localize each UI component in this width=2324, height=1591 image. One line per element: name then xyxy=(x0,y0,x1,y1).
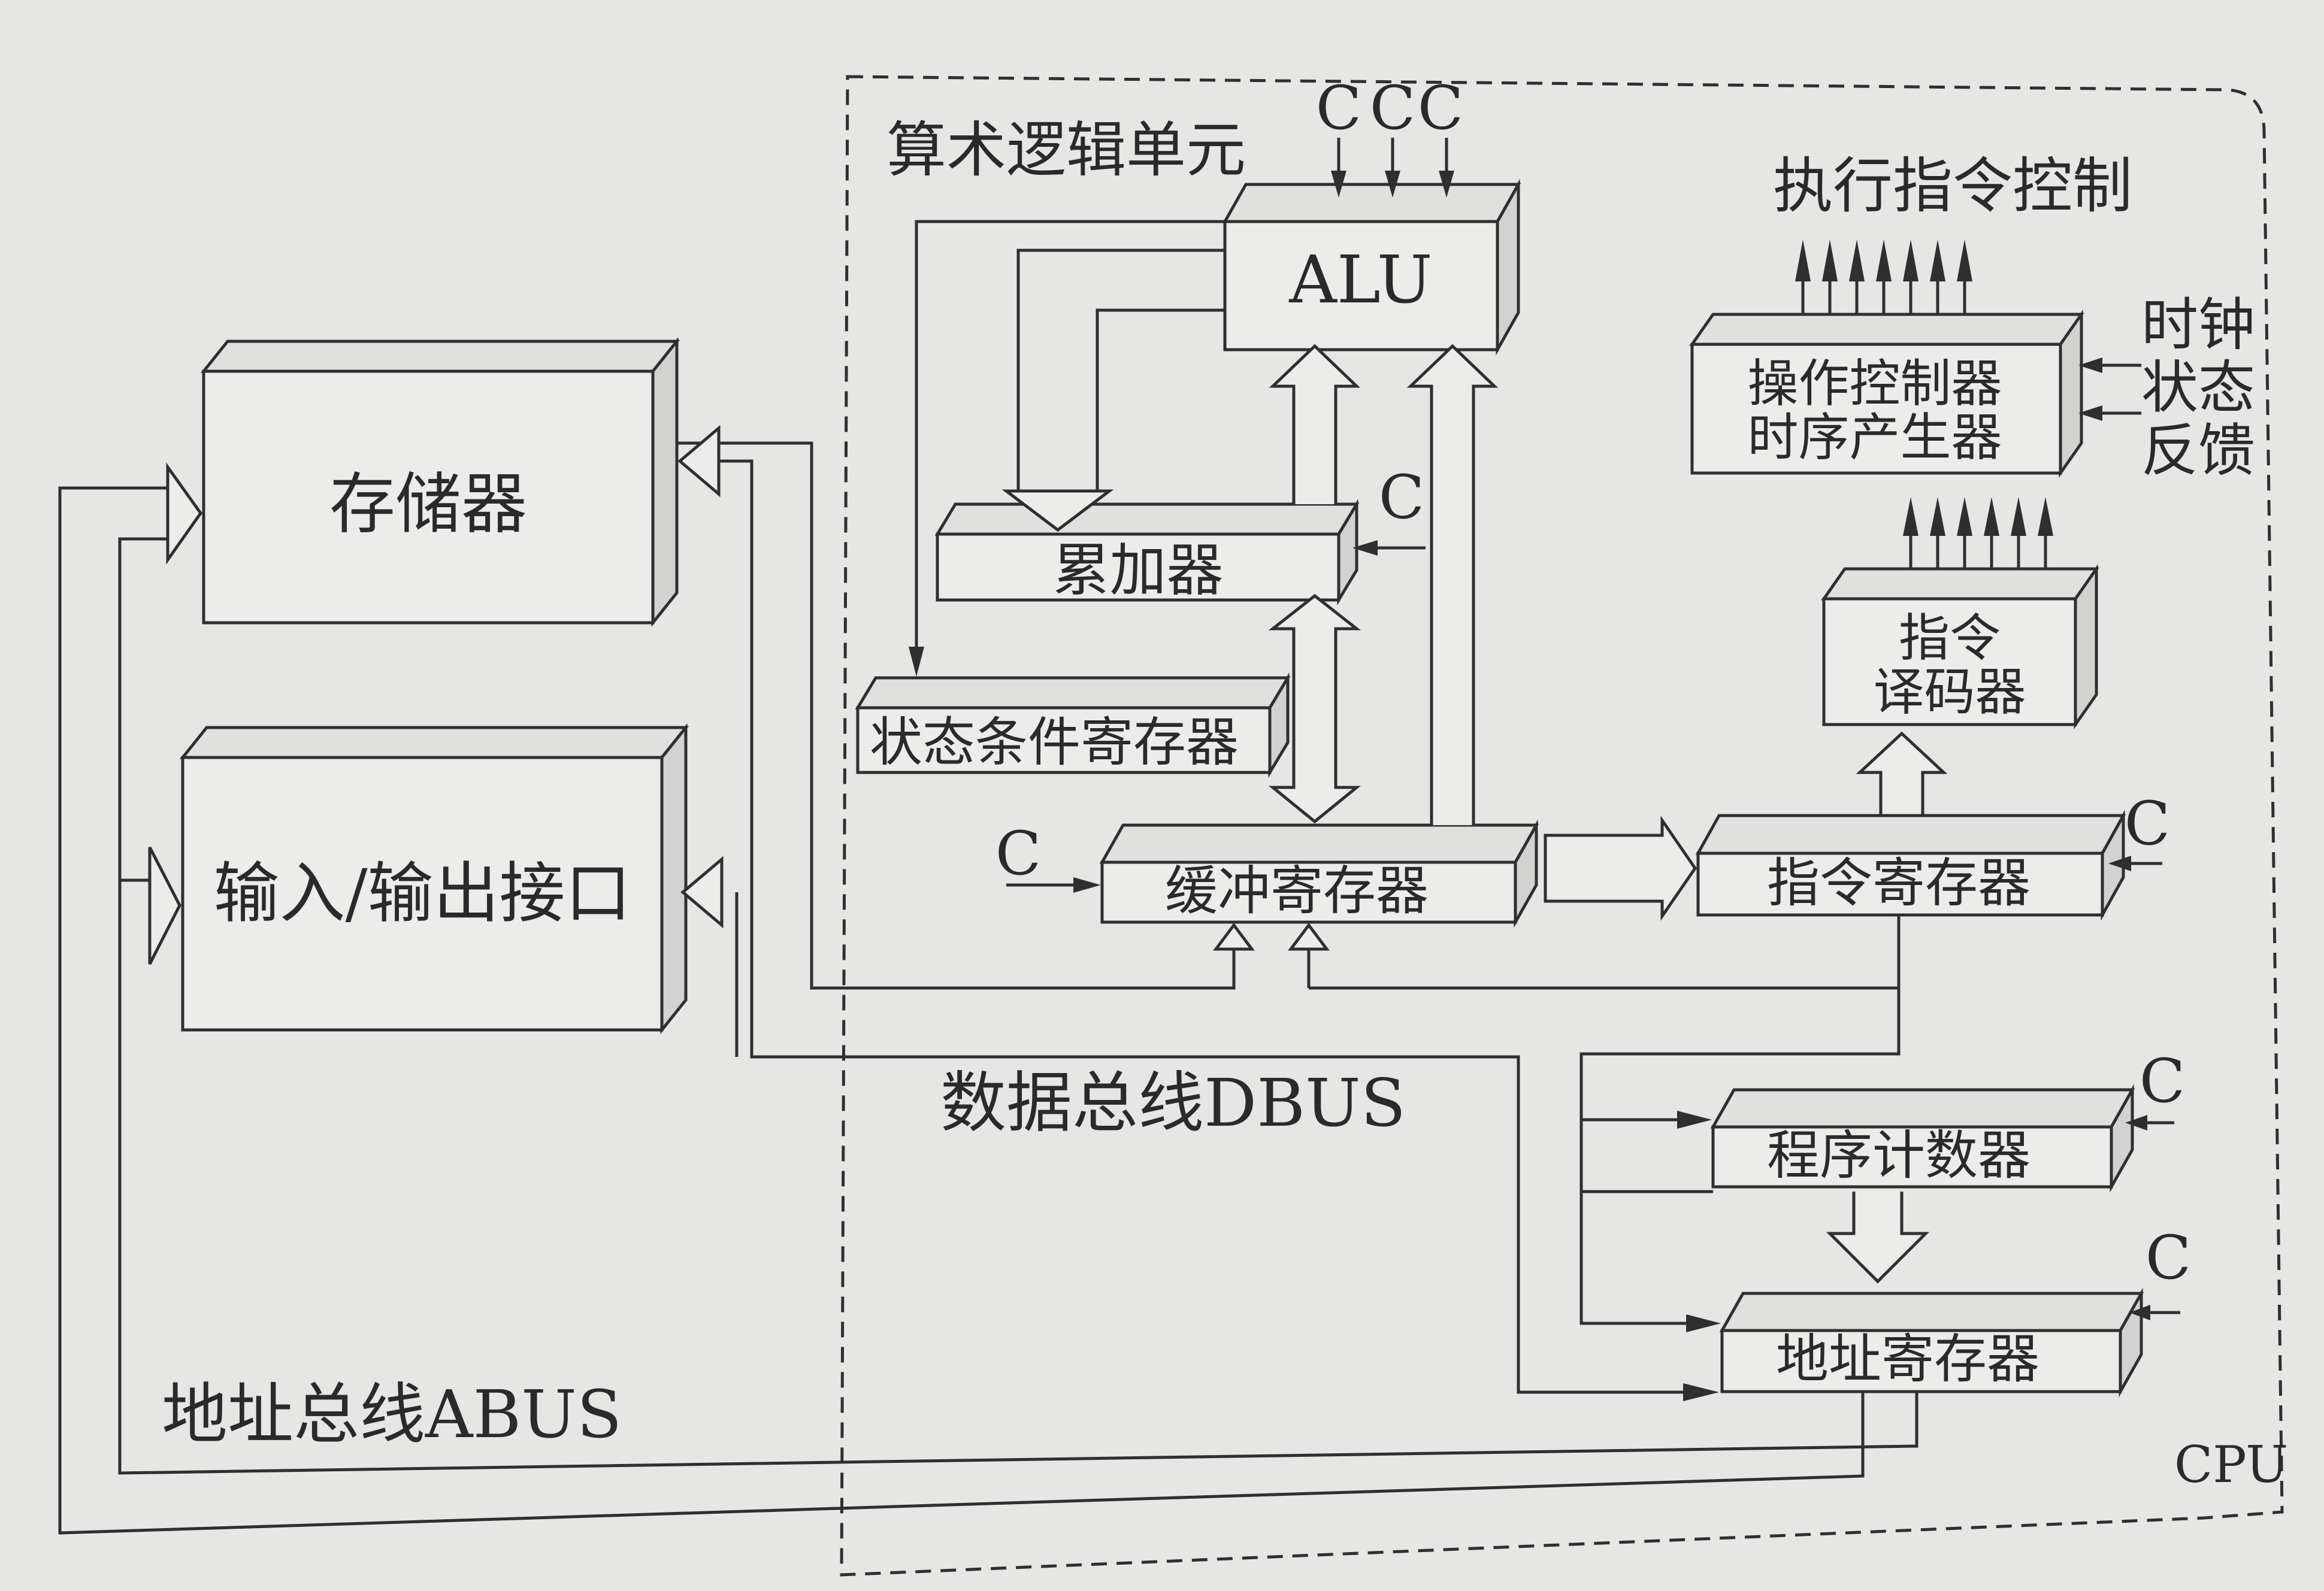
ir-to-decoder-arrow xyxy=(1856,731,1948,816)
io-interface-label: 输入/输出接口 xyxy=(213,855,631,932)
ar-control-input: C xyxy=(2146,1223,2192,1293)
buffer-register-box: 缓冲寄存器 xyxy=(1099,819,1539,928)
feedback-input-label: 反馈 xyxy=(2141,418,2255,484)
ir-control-input: C xyxy=(2125,789,2171,859)
buffer-to-alu-arrow xyxy=(1406,344,1499,825)
cpu-label: CPU xyxy=(2174,1435,2288,1494)
alu-control-input-1: C xyxy=(1316,73,1362,143)
buffer-control-input: C xyxy=(995,819,1042,889)
clock-input-label: 时钟 xyxy=(2141,292,2255,358)
abus-to-io-arrowhead xyxy=(148,846,181,965)
address-bus-label: 地址总线ABUS xyxy=(162,1376,622,1453)
alu-control-input-2: C xyxy=(1370,73,1416,143)
bus-to-io-arrowhead xyxy=(680,856,724,929)
memory-box: 存储器 xyxy=(200,337,680,628)
status-input-label: 状态 xyxy=(2141,355,2255,421)
instruction-register-box: 指令寄存器 xyxy=(1695,810,2126,921)
operation-controller-label-2: 时序产生器 xyxy=(1747,408,2002,468)
bus-to-memory-arrowhead xyxy=(677,425,721,498)
instruction-register-label: 指令寄存器 xyxy=(1767,852,2031,914)
address-register-box: 地址寄存器 xyxy=(1719,1287,2144,1398)
decoder-output-arrows xyxy=(1903,497,2053,575)
accumulator-buffer-arrow xyxy=(1268,593,1361,824)
status-register-label: 状态条件寄存器 xyxy=(870,711,1239,773)
data-bus-label: 数据总线DBUS xyxy=(940,1065,1406,1141)
buffer-register-label: 缓冲寄存器 xyxy=(1165,860,1429,922)
alu-label: ALU xyxy=(1288,241,1432,318)
instruction-decoder-box: 指令 译码器 xyxy=(1821,564,2099,729)
program-counter-box: 程序计数器 xyxy=(1710,1084,2135,1193)
status-register-box: 状态条件寄存器 xyxy=(855,672,1291,778)
alu-to-accumulator-arrowhead xyxy=(1001,489,1114,532)
instruction-decoder-label-1: 指令 xyxy=(1899,609,2001,668)
alu-to-status-line xyxy=(915,220,1225,662)
cpu-boundary xyxy=(840,75,2284,1577)
control-output-arrows xyxy=(1795,240,1972,323)
address-bus-inner xyxy=(118,537,1918,1475)
operation-controller-label-1: 操作控制器 xyxy=(1747,354,2002,414)
memory-label: 存储器 xyxy=(329,466,527,543)
data-bus-outer xyxy=(677,441,1236,990)
buffer-to-ir-arrow xyxy=(1544,815,1697,922)
abus-to-memory-arrowhead xyxy=(166,462,203,565)
control-section-title: 执行指令控制 xyxy=(1773,151,2132,221)
pc-to-ar-arrow xyxy=(1826,1192,1930,1284)
alu-section-title: 算术逻辑单元 xyxy=(886,115,1246,185)
accumulator-control-input: C xyxy=(1379,462,1425,532)
alu-control-input-3: C xyxy=(1418,73,1464,143)
accumulator-box: 累加器 xyxy=(934,498,1360,606)
accumulator-to-alu-arrow xyxy=(1269,344,1361,504)
program-counter-label: 程序计数器 xyxy=(1767,1125,2031,1186)
pc-control-input: C xyxy=(2140,1046,2186,1116)
instruction-decoder-label-2: 译码器 xyxy=(1873,663,2026,722)
accumulator-label: 累加器 xyxy=(1052,538,1223,604)
operation-controller-box: 操作控制器 时序产生器 xyxy=(1689,310,2084,478)
alu-box: ALU xyxy=(1222,178,1521,356)
io-interface-box: 输入/输出接口 xyxy=(179,723,689,1035)
address-register-label: 地址寄存器 xyxy=(1776,1328,2039,1390)
